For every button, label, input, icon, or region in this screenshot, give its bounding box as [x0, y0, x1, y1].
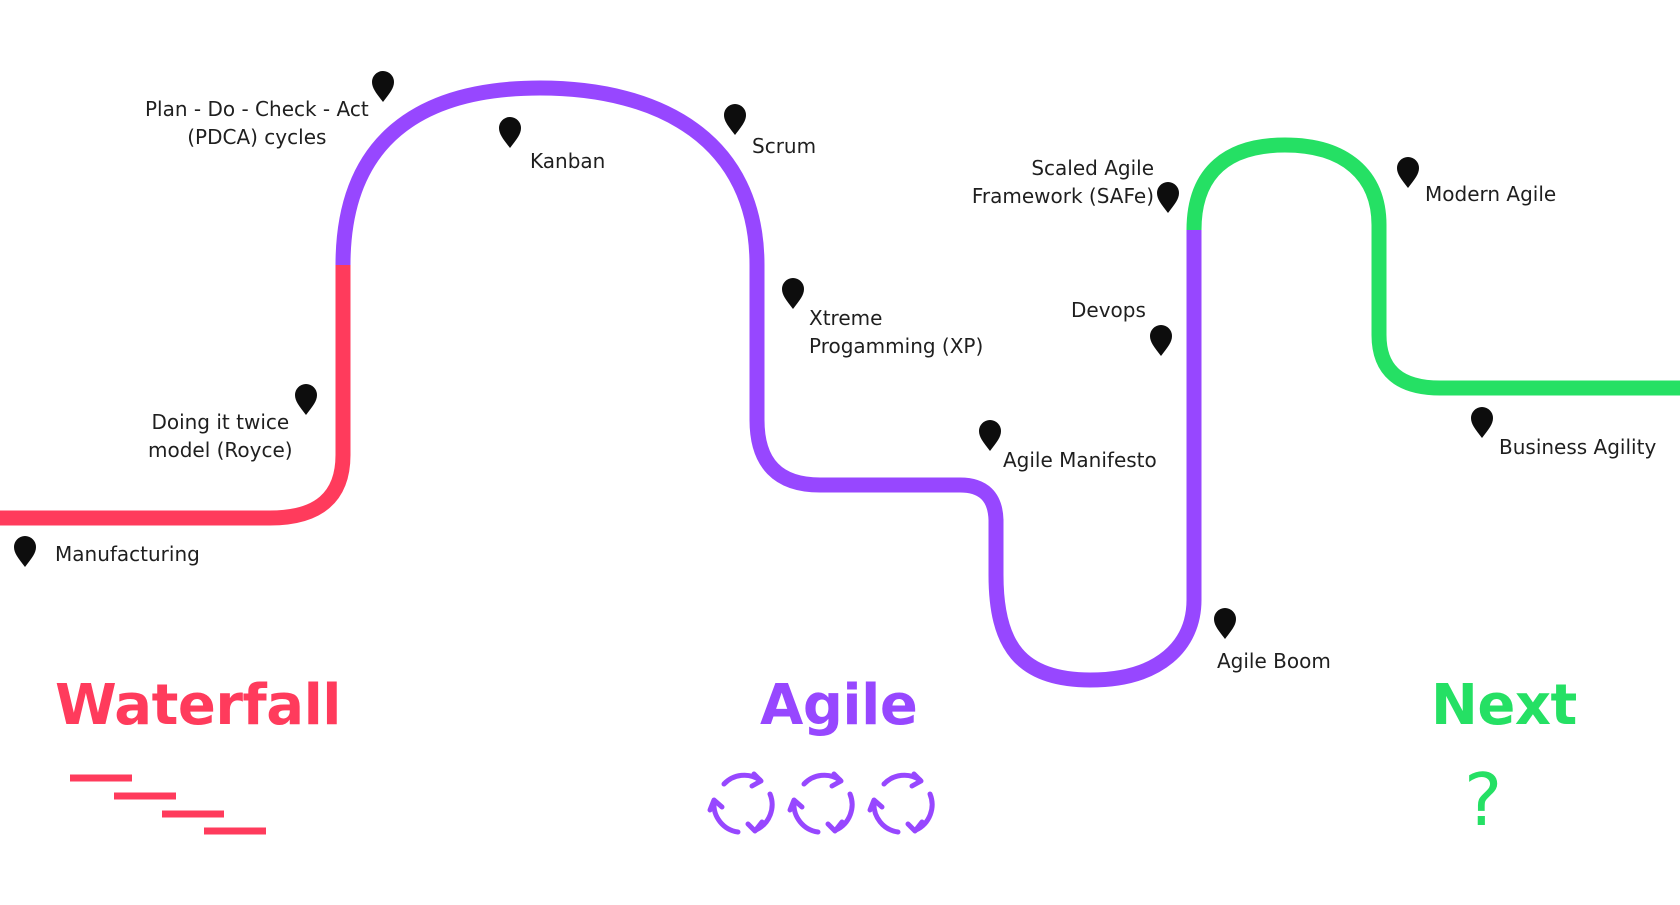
cycle-arrows-icon — [706, 766, 946, 838]
label-line: Agile Manifesto — [1003, 448, 1157, 472]
map-pin-icon — [782, 278, 804, 309]
label-line: Scaled Agile — [1031, 156, 1154, 180]
milestone-label-royce: Doing it twice model (Royce) — [148, 408, 293, 464]
milestone-label-kanban: Kanban — [530, 147, 605, 175]
label-line: model (Royce) — [148, 438, 293, 462]
label-line: Doing it twice — [151, 410, 290, 434]
label-line: (PDCA) cycles — [187, 125, 327, 149]
milestone-label-manifesto: Agile Manifesto — [1003, 446, 1157, 474]
map-pin-icon — [1471, 407, 1493, 438]
label-line: Agile Boom — [1217, 649, 1331, 673]
label-line: Kanban — [530, 149, 606, 173]
map-pin-icon — [295, 384, 317, 415]
map-pin-icon — [1157, 182, 1179, 213]
milestone-label-devops: Devops — [1071, 296, 1146, 324]
milestone-label-safe: Scaled Agile Framework (SAFe) — [972, 154, 1154, 210]
milestone-label-modern-agile: Modern Agile — [1425, 180, 1556, 208]
map-pin-icon — [1214, 608, 1236, 639]
map-pin-icon — [724, 104, 746, 135]
label-line: Plan - Do - Check - Act — [145, 97, 369, 121]
question-mark-icon: ? — [1464, 758, 1503, 842]
milestone-label-xp: Xtreme Progamming (XP) — [809, 304, 983, 360]
milestone-label-pdca: Plan - Do - Check - Act (PDCA) cycles — [145, 95, 369, 151]
map-pin-icon — [1397, 157, 1419, 188]
map-pin-icon — [14, 536, 36, 567]
map-pin-icon — [979, 420, 1001, 451]
milestone-label-manufacturing: Manufacturing — [55, 540, 200, 568]
label-line: Scrum — [752, 134, 817, 158]
label-line: Business Agility — [1499, 435, 1657, 459]
staircase-steps-icon — [70, 774, 266, 835]
milestone-label-agile-boom: Agile Boom — [1217, 647, 1331, 675]
map-pin-icon — [372, 71, 394, 102]
milestone-label-business-agility: Business Agility — [1499, 433, 1656, 461]
waterfall-road-segment — [0, 265, 351, 526]
label-line: Devops — [1071, 298, 1146, 322]
label-line: Xtreme — [809, 306, 883, 330]
map-pin-icon — [1150, 325, 1172, 356]
next-road-segment — [1186, 137, 1680, 396]
map-pin-icon — [499, 117, 521, 148]
milestone-label-scrum: Scrum — [752, 132, 816, 160]
phase-title-next: Next — [1431, 673, 1577, 738]
phase-title-agile: Agile — [760, 673, 918, 738]
agile-road-segment — [335, 80, 1202, 688]
label-line: Framework (SAFe) — [971, 184, 1154, 208]
label-line: Progamming (XP) — [809, 334, 984, 358]
label-line: Modern Agile — [1425, 182, 1557, 206]
label-line: Manufacturing — [55, 542, 200, 566]
phase-title-waterfall: Waterfall — [55, 673, 341, 738]
